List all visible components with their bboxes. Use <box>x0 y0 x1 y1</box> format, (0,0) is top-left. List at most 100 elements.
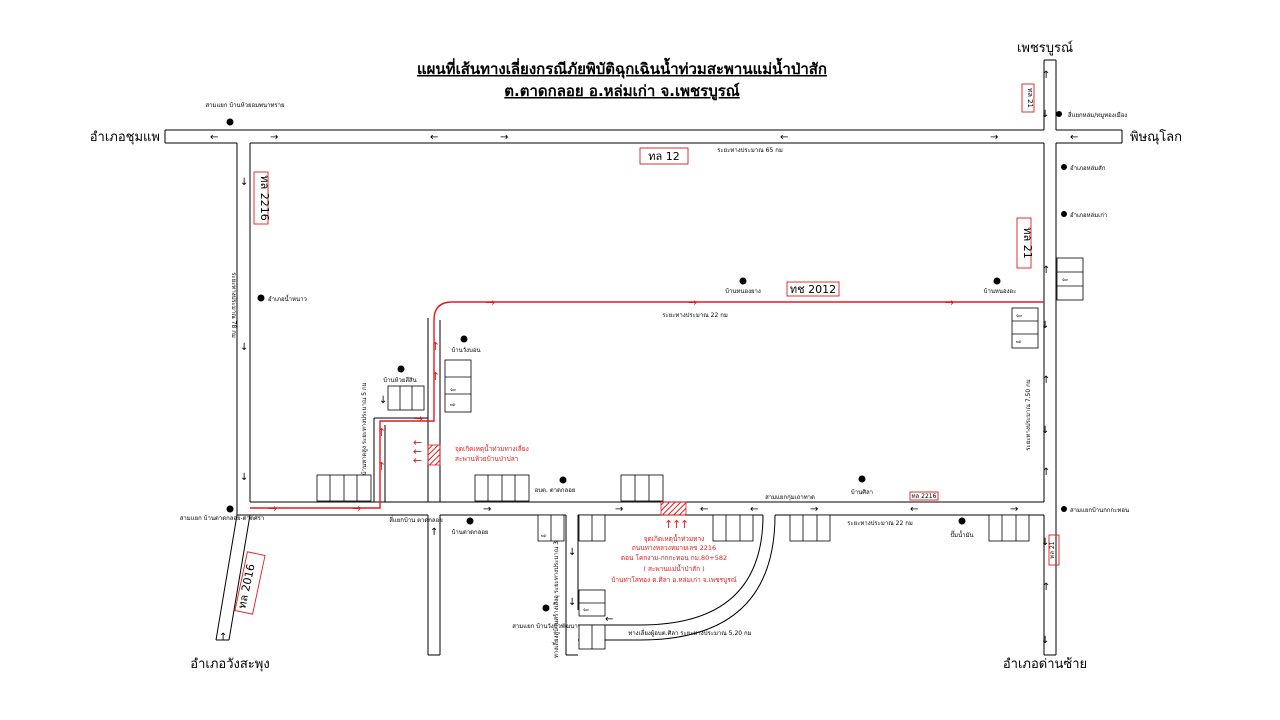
flood-notice-bridge: ( สะพานแม่น้ำป่าสัก ) <box>643 564 704 573</box>
arrow-up-icon: ↑ <box>1042 70 1050 81</box>
arrow-up-icon: ↑ <box>431 340 440 353</box>
arrow-left-icon: ← <box>1070 132 1078 143</box>
map-title-line2: ต.ตาดกลอย อ.หล่มเก่า จ.เพชรบูรณ์ <box>504 82 739 101</box>
sign-glyphs: ⇦ ⇦ ⇨ ⇦ ⇨ ⇦ ⇨ <box>450 276 1068 614</box>
place-lom-kao: อำเภอหล่มเก่า <box>1070 212 1107 219</box>
arrow-left-icon: ← <box>780 132 788 143</box>
arrow-down-icon: ↓ <box>240 342 248 353</box>
arrow-up-icon: ↑ <box>377 460 386 473</box>
sign-board <box>789 514 831 542</box>
arrow-left-icon: ⇦ <box>450 386 456 394</box>
arrow-up-icon: ↑ <box>1042 265 1050 276</box>
flood-notice-km: ตอน โคกงาม-กกกะทอน กม.80+582 <box>621 554 727 562</box>
arrow-up-icon: ↑ <box>1042 467 1050 478</box>
arrow-right-icon: → <box>483 504 491 515</box>
dest-phitsanulok: พิษณุโลก <box>1130 129 1182 145</box>
dest-dan-sai: อำเภอด่านซ้าย <box>1003 657 1087 672</box>
arrow-up-icon: ↑ <box>431 370 440 383</box>
arrow-up-icon: ↑ <box>1042 582 1050 593</box>
place-junction-top-left: สามแยก บ้านห้วยอมพนาทราย <box>205 102 284 109</box>
route-label-hwy21-bottom: ทล 21 <box>1049 541 1056 558</box>
arrow-left-icon: ← <box>430 132 438 143</box>
route-label-rural2012: ทช 2012 <box>790 283 836 296</box>
place-markers <box>226 111 1067 612</box>
sign-board <box>444 359 472 413</box>
distance-left-vertical: ระยะทางประมาณ 78 กม <box>230 272 237 338</box>
arrow-right-icon: ⇨ <box>541 532 547 540</box>
dest-phetchabun: เพชรบูรณ์ <box>1017 40 1073 56</box>
sign-board <box>1056 257 1084 301</box>
flood-notice-location: บ้านท่าโสทอง ต.ศิลา อ.หล่มเก่า จ.เพชรบูร… <box>611 576 736 584</box>
arrow-right-icon: → <box>486 296 495 309</box>
distance-school-road: ทางเลี่ยงสู่บ้านสร้างเสิงอุ ระยะทางประมา… <box>552 522 560 658</box>
arrow-down-icon: ↓ <box>1041 320 1049 331</box>
arrow-right-icon: ⇨ <box>450 401 456 409</box>
arrow-right-icon: → <box>414 412 423 425</box>
arrow-up-icon: ↑ <box>680 518 689 531</box>
arrow-left-icon: ⇦ <box>583 606 589 614</box>
arrow-left-icon: ← <box>210 132 218 143</box>
arrow-down-icon: ↓ <box>1041 537 1049 548</box>
route-label-boxes <box>234 83 1060 615</box>
traffic-arrows: ← → ← → ← → ← ↑ ↓ ↑ ↓ ↑ ↓ ↑ ↓ ↑ ↓ ↓ ↓ ↓ … <box>210 70 1078 646</box>
arrow-left-icon: ← <box>413 454 422 467</box>
arrow-down-icon: ↓ <box>1041 635 1049 646</box>
arrow-down-icon: ↓ <box>240 472 248 483</box>
flood-notice-small-2: สะพานห้วยบ้านป่าปลา <box>455 455 519 463</box>
place-ban-tat-kloi-lower: สามแยก บ้านตาดกลอย-ตาดศรา <box>180 515 265 522</box>
arrow-up-icon: ↑ <box>219 632 227 643</box>
arrow-down-icon: ↓ <box>568 597 576 608</box>
place-ban-huai-sisin: บ้านห้วยสีสิน <box>383 376 417 384</box>
arrow-up-icon: ↑ <box>377 426 386 439</box>
detour-arrows: → → ↑ ↑ → ↑ ↑ → → → ← ← ← ↑ ↑ ↑ <box>268 296 954 531</box>
dest-wang-saphung: อำเภอวังสะพุง <box>190 657 269 672</box>
road-hwy2016 <box>215 514 238 641</box>
arrow-right-icon: → <box>810 504 818 515</box>
route-label-hwy12: ทล 12 <box>648 150 680 163</box>
distance-top: ระยะทางประมาณ 65 กม <box>717 147 783 154</box>
arrow-right-icon: → <box>270 132 278 143</box>
distance-right-vertical: ระยะทางประมาณ 7.50 กม <box>1025 379 1032 450</box>
place-ban-nong-ta: บ้านหนองอะ <box>984 288 1017 295</box>
route-label-hwy21-top: ทล 21 <box>1026 88 1034 108</box>
arrow-down-icon: ↓ <box>568 547 576 558</box>
arrow-right-icon: → <box>615 504 623 515</box>
place-nam-nao: อำเภอน้ำหนาว <box>268 293 307 303</box>
sign-board <box>620 474 664 502</box>
arrow-right-icon: → <box>945 296 954 309</box>
arrow-right-icon: → <box>500 132 508 143</box>
dest-chum-phae: อำเภอชุมแพ <box>90 130 160 145</box>
arrow-down-icon: ↓ <box>1041 109 1049 120</box>
arrow-left-icon: ← <box>700 504 708 515</box>
sign-board <box>988 514 1030 542</box>
arrow-left-icon: ← <box>605 614 613 625</box>
distance-bottom-right: ระยะทางประมาณ 22 กม <box>847 520 913 527</box>
arrow-down-icon: ↓ <box>379 395 387 406</box>
flood-notice-road: ถนนทางหลวงหมายเลข 2216 <box>632 544 716 552</box>
arrow-right-icon: → <box>688 296 697 309</box>
arrow-left-icon: ← <box>750 504 758 515</box>
place-ban-sila: บ้านศิลา <box>851 489 873 496</box>
arrow-left-icon: ← <box>910 504 918 515</box>
place-sam-yaek-kok-pho: สามแยกบ้านกกกะทอน <box>1070 507 1129 514</box>
traffic-signs <box>316 257 1084 650</box>
arrow-right-icon: → <box>268 502 277 515</box>
route-label-hwy2216-bottom: ทล 2216 <box>912 493 937 500</box>
arrow-left-icon: ← <box>413 445 422 458</box>
flood-point-main <box>660 501 687 516</box>
place-phitsanulok-junction: สี่แยกหล่ม/หมูทองเมือง <box>1068 111 1128 119</box>
place-obt-tat-kloi: อบต. ตาดกลอย <box>535 487 576 494</box>
arrow-left-icon: ← <box>413 436 422 449</box>
place-ban-tat-kloi: บ้านตาดกลอย <box>452 529 489 536</box>
arrow-right-icon: ⇨ <box>1016 338 1022 346</box>
road-network <box>164 59 1123 656</box>
distance-lower-road: ทางเลี่ยงผู้อบต.ศิลา ระยะทางประมาณ 5.20 … <box>628 629 751 637</box>
arrow-up-icon: ↑ <box>672 518 681 531</box>
arrow-up-icon: ↑ <box>664 518 673 531</box>
distance-detour-small: ทางเลี่ยงบ้านหาดสูง ระยะทางประมาณ 5 กม <box>360 382 368 497</box>
arrow-down-icon: ↓ <box>1041 425 1049 436</box>
map-title-line1: แผนที่เส้นทางเลี่ยงกรณีภัยพิบัติฉุกเฉินน… <box>417 57 827 79</box>
sign-board <box>387 385 425 411</box>
arrow-up-icon: ↑ <box>1042 375 1050 386</box>
flood-point-small <box>427 444 441 466</box>
